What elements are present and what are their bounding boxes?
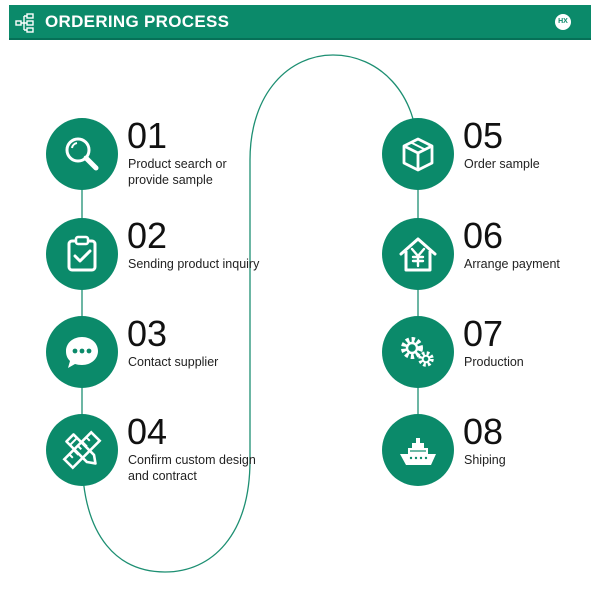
step-number: 06: [463, 215, 504, 256]
step-circle: [382, 118, 454, 190]
step-circle: [46, 316, 118, 388]
step-number: 02: [127, 215, 168, 256]
step-05: 05 Order sample: [382, 118, 600, 190]
step-label: Production: [464, 355, 524, 369]
flowchart-icon: [15, 13, 34, 33]
magnifier-icon: [65, 137, 99, 171]
step-06: 06 Arrange payment: [382, 218, 600, 290]
step-label: Sending product inquiry: [128, 257, 260, 271]
chat-bubble-icon: [66, 337, 98, 368]
step-circle: [46, 414, 118, 486]
ruler-pencil-icon: [62, 430, 102, 470]
step-08: 08 Shiping: [382, 414, 600, 486]
step-04: 04 Confirm custom design and contract: [46, 414, 306, 486]
step-number: 04: [127, 411, 168, 452]
page-title: ORDERING PROCESS: [45, 12, 230, 31]
step-number: 05: [463, 115, 504, 156]
step-label: Contact supplier: [128, 355, 219, 369]
step-03: 03 Contact supplier: [46, 316, 306, 388]
step-number: 01: [127, 115, 168, 156]
step-number: 08: [463, 411, 504, 452]
step-circle: [46, 218, 118, 290]
step-number: 07: [463, 313, 504, 354]
step-label: Order sample: [464, 157, 540, 171]
step-01: 01 Product search or provide sample: [46, 118, 306, 190]
step-label: Confirm custom design and contract: [128, 453, 256, 483]
step-number: 03: [127, 313, 168, 354]
header-bar: ORDERING PROCESS HX: [9, 5, 591, 40]
gears-icon: [401, 337, 434, 367]
step-circle: [382, 218, 454, 290]
step-circle: [46, 118, 118, 190]
ship-icon: [400, 438, 436, 465]
step-label: Shiping: [464, 453, 506, 467]
brand-badge: HX: [555, 14, 571, 30]
box-icon: [402, 137, 434, 172]
step-label: Product search or provide sample: [128, 157, 227, 187]
step-circle: [382, 414, 454, 486]
step-label: Arrange payment: [464, 257, 560, 271]
house-yen-icon: [399, 237, 437, 272]
clipboard-check-icon: [67, 235, 97, 272]
step-02: 02 Sending product inquiry: [46, 218, 306, 290]
step-circle: [382, 316, 454, 388]
step-07: 07 Production: [382, 316, 600, 388]
